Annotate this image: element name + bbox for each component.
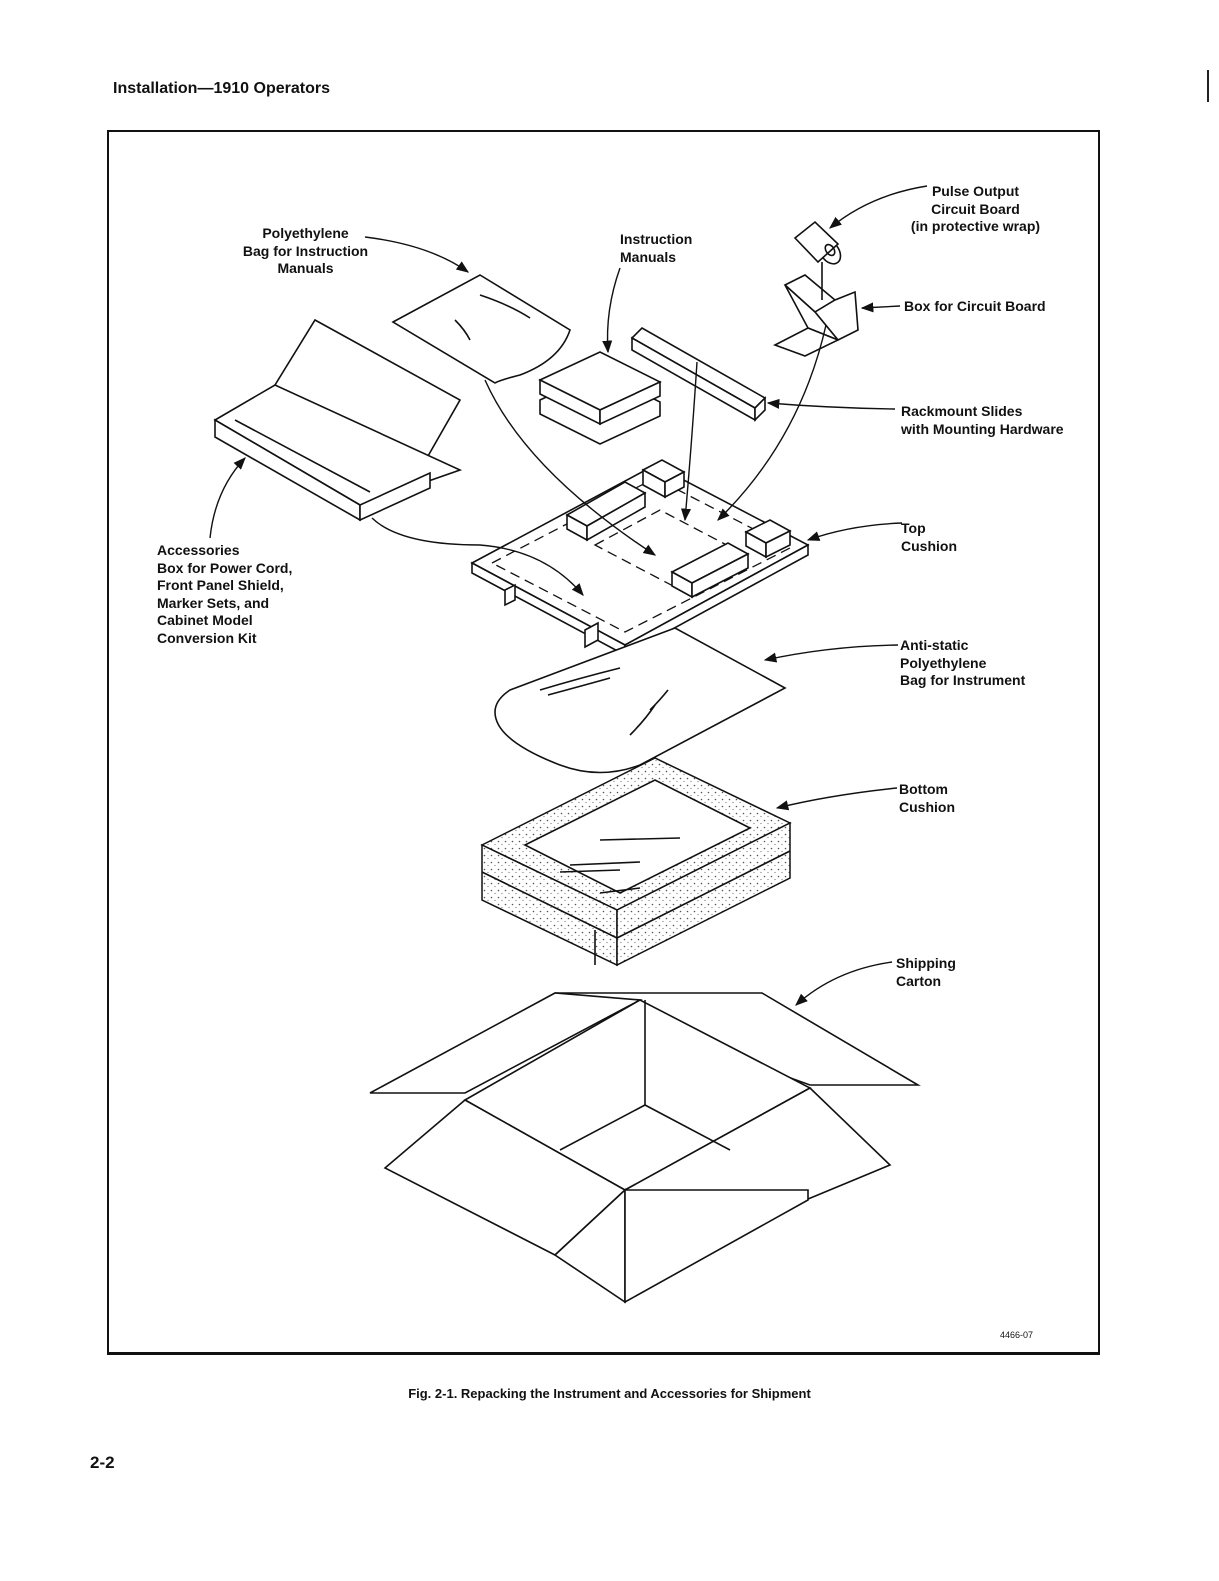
top-cushion-drawing [470, 459, 810, 657]
circuit-board-box-drawing [773, 262, 859, 357]
accessories-box-drawing [213, 318, 463, 522]
circuit-board-roll-drawing [793, 220, 842, 265]
page-number: 2-2 [90, 1453, 115, 1472]
label-top-cushion: Top Cushion [901, 520, 957, 554]
figure-frame [107, 130, 1100, 1355]
label-box-circuit-board: Box for Circuit Board [904, 298, 1046, 314]
label-bottom-cushion: Bottom Cushion [899, 781, 955, 815]
antistatic-bag-drawing [494, 627, 787, 774]
label-shipping-carton: Shipping Carton [896, 955, 956, 989]
bottom-cushion-drawing [480, 757, 792, 967]
label-accessories-box: Accessories Box for Power Cord, Front Pa… [157, 542, 293, 646]
rackmount-slides-drawing [630, 327, 767, 422]
figure-caption: Fig. 2-1. Repacking the Instrument and A… [408, 1386, 811, 1401]
label-polyethylene-bag-manuals: Polyethylene Bag for Instruction Manuals [242, 225, 369, 276]
shipping-carton-drawing [369, 992, 921, 1304]
label-pulse-output-board: Pulse Output Circuit Board (in protectiv… [910, 183, 1041, 234]
figure-reference-number: 4466-07 [1000, 1330, 1034, 1340]
label-antistatic-bag: Anti-static Polyethylene Bag for Instrum… [900, 637, 1026, 688]
page-header: Installation—1910 Operators [113, 80, 330, 97]
label-rackmount-slides: Rackmount Slides with Mounting Hardware [901, 403, 1064, 437]
margin-change-bar [1207, 70, 1209, 102]
instruction-manuals-drawing [538, 351, 662, 445]
manuals-bag-drawing [391, 274, 571, 384]
label-instruction-manuals: Instruction Manuals [620, 231, 693, 265]
